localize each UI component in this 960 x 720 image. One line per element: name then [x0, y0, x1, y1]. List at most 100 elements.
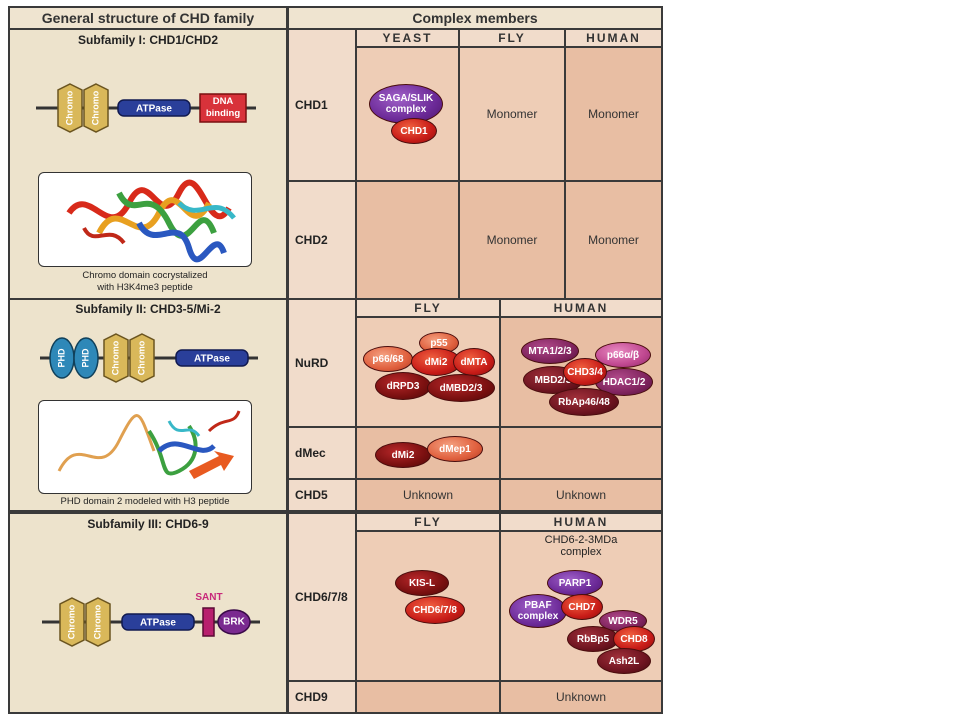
dmec-fly-cell: dMi2 dMep1	[357, 428, 499, 478]
subfamily-1-panel: Subfamily I: CHD1/CHD2 Chromo Chromo ATP…	[10, 30, 286, 298]
human-p66ab: p66α/β	[595, 342, 651, 368]
chd2-human-cell: Monomer	[566, 182, 661, 298]
atpase-domain	[117, 99, 191, 117]
dna-binding-domain	[199, 93, 247, 123]
nurd-fly-cell: p55 p66/68 dMi2 dMTA dRPD3 dMBD2/3	[357, 318, 499, 426]
human-ash2l: Ash2L	[597, 648, 651, 674]
row-label-chd2: CHD2	[289, 182, 355, 298]
brk-label: BRK	[223, 617, 245, 628]
chd5-fly-cell: Unknown	[357, 480, 499, 510]
chd2-fly-cell: Monomer	[460, 182, 564, 298]
row-label-chd678: CHD6/7/8	[289, 514, 355, 680]
col-header-human-1: HUMAN	[566, 30, 661, 46]
chd1-fly-cell: Monomer	[460, 48, 564, 180]
chd9-fly-cell	[357, 682, 499, 712]
chromo-structure-image	[38, 172, 252, 267]
row-label-chd1: CHD1	[289, 30, 355, 180]
atpase-label: ATPase	[136, 104, 172, 115]
subfamily-3-panel: Subfamily III: CHD6-9 Chromo Chromo ATPa…	[10, 514, 286, 712]
phd-domain-2	[73, 337, 99, 379]
human-mta1-2-3: MTA1/2/3	[521, 338, 579, 364]
subfamily-2-panel: Subfamily II: CHD3-5/Mi-2 PHD PHD Chromo…	[10, 300, 286, 510]
col-header-yeast: YEAST	[357, 30, 458, 46]
chromo-caption: Chromo domain cocrystalized with H3K4me3…	[38, 270, 252, 294]
dna-label-1: DNA	[213, 96, 234, 107]
chromo-domain-6	[85, 597, 111, 647]
col-header-fly-1: FLY	[460, 30, 564, 46]
chd6-complex-title: CHD6-2-3MDa complex	[501, 534, 661, 558]
human-pbaf-complex: PBAF complex	[509, 594, 567, 628]
col-header-fly-2: FLY	[357, 300, 499, 316]
fly-chd678: CHD6/7/8	[405, 596, 465, 624]
protein-ribbon-2	[57, 410, 241, 479]
brk-domain	[217, 609, 251, 635]
fly-dmi2: dMi2	[411, 348, 461, 376]
chromo-label-4: Chromo	[136, 340, 146, 375]
left-header: General structure of CHD family	[10, 8, 286, 28]
chd1-yeast-protein: CHD1	[391, 118, 437, 144]
col-header-human-2: HUMAN	[501, 300, 661, 316]
right-header: Complex members	[289, 8, 661, 28]
phd-label-2: PHD	[80, 348, 90, 368]
atpase-domain-2	[175, 349, 249, 367]
subfamily-1-domain-diagram: Chromo Chromo ATPase DNA binding	[36, 83, 256, 133]
fly-dmbd2-3: dMBD2/3	[427, 374, 495, 402]
dmec-human-cell	[501, 428, 661, 478]
subfamily-2-domain-diagram: PHD PHD Chromo Chromo ATPase	[40, 333, 258, 383]
row-label-chd9: CHD9	[289, 682, 355, 712]
chromo-domain-5	[59, 597, 85, 647]
phd-label-1: PHD	[56, 348, 66, 368]
fly-drpd3: dRPD3	[375, 372, 431, 400]
atpase-domain-3	[121, 613, 195, 631]
sant-domain	[202, 607, 215, 637]
protein-ribbon-1	[66, 179, 236, 263]
chd1-human-cell: Monomer	[566, 48, 661, 180]
human-chd3-4: CHD3/4	[563, 358, 607, 386]
col-header-fly-3: FLY	[357, 514, 499, 530]
row-label-chd5: CHD5	[289, 480, 355, 510]
col-header-human-3: HUMAN	[501, 514, 661, 530]
chromo-caption-line2: with H3K4me3 peptide	[97, 282, 193, 293]
chromo-domain-4	[129, 333, 155, 383]
row-label-dmec: dMec	[289, 428, 355, 478]
human-rbbp5: RbBp5	[567, 626, 619, 652]
chd678-human-cell: CHD6-2-3MDa complex PARP1 PBAF complex C…	[501, 532, 661, 680]
dmec-dmep1: dMep1	[427, 436, 483, 462]
chromo-label-1: Chromo	[64, 90, 74, 125]
fly-dmta: dMTA	[453, 348, 495, 376]
human-rbap46-48: RbAp46/48	[549, 388, 619, 416]
row-label-nurd: NuRD	[289, 300, 355, 426]
chd5-human-cell: Unknown	[501, 480, 661, 510]
dna-label-2: binding	[206, 108, 240, 119]
sant-label: SANT	[195, 592, 222, 603]
dmec-dmi2: dMi2	[375, 442, 431, 468]
fly-kis-l: KIS-L	[395, 570, 449, 596]
chd6-complex-title-line2: complex	[560, 546, 602, 558]
chromo-domain-1	[57, 83, 83, 133]
subfamily-2-title: Subfamily II: CHD3-5/Mi-2	[75, 302, 221, 316]
chromo-label-6: Chromo	[92, 604, 102, 639]
chromo-domain-3	[103, 333, 129, 383]
chromo-label-2: Chromo	[90, 90, 100, 125]
fly-p66-68: p66/68	[363, 346, 413, 372]
chd678-fly-cell: KIS-L CHD6/7/8	[357, 532, 499, 680]
atpase-label-2: ATPase	[194, 354, 230, 365]
atpase-label-3: ATPase	[140, 618, 176, 629]
chd2-yeast-cell	[357, 182, 458, 298]
chromo-caption-line1: Chromo domain cocrystalized	[82, 270, 208, 281]
subfamily-1-title: Subfamily I: CHD1/CHD2	[77, 33, 219, 47]
chd9-human-cell: Unknown	[501, 682, 661, 712]
nurd-human-cell: MTA1/2/3 p66α/β MBD2/3 HDAC1/2 CHD3/4 Rb…	[501, 318, 661, 426]
chd6-complex-title-line1: CHD6-2-3MDa	[544, 534, 618, 546]
phd-structure-image	[38, 400, 252, 494]
chromo-label-3: Chromo	[110, 340, 120, 375]
subfamily-3-domain-diagram: Chromo Chromo ATPase SANT BRK	[42, 592, 260, 647]
chromo-label-5: Chromo	[66, 604, 76, 639]
chd1-yeast-cell: SAGA/SLIK complex CHD1	[357, 48, 458, 180]
saga-slik-line2: complex	[385, 104, 427, 115]
saga-slik-line1: SAGA/SLIK	[378, 93, 434, 104]
phd-caption: PHD domain 2 modeled with H3 peptide	[60, 496, 230, 507]
human-chd7: CHD7	[561, 594, 603, 620]
human-parp1: PARP1	[547, 570, 603, 596]
subfamily-3-title: Subfamily III: CHD6-9	[87, 517, 209, 531]
